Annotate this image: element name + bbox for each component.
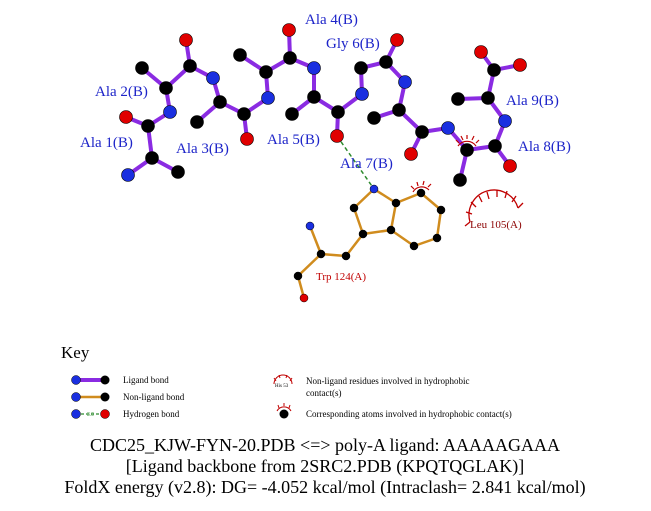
caption: CDC25_KJW-FYN-20.PDB <=> poly-A ligand: … <box>64 435 585 498</box>
residue-label-ala8: Ala 8(B) <box>518 139 571 155</box>
residue-label-ala7: Ala 7(B) <box>340 156 393 172</box>
residue-label-trp124: Trp 124(A) <box>316 271 366 283</box>
ligand-atoms <box>119 23 527 187</box>
hydrophobic-contact-leu105 <box>464 189 524 227</box>
legend-hydrophobic-atom-label: Corresponding atoms involved in hydropho… <box>306 409 512 419</box>
residue-label-ala4: Ala 4(B) <box>305 12 358 28</box>
legend-hydrophobic-residue-line1: Non-ligand residues involved in hydropho… <box>306 376 469 386</box>
residue-label-ala3: Ala 3(B) <box>176 141 229 157</box>
hydrophobic-atom-marks <box>410 135 480 193</box>
legend-hydrophobic-residue-line2: contact(s) <box>306 388 341 398</box>
legend-ligand-bond: Ligand bond <box>71 375 169 385</box>
legend-hydrophobic-residue: His 53 Non-ligand residues involved in h… <box>273 374 469 398</box>
legend-non-ligand-bond-label: Non-ligand bond <box>123 392 185 402</box>
caption-line3: FoldX energy (v2.8): DG= -4.052 kcal/mol… <box>64 477 585 498</box>
legend-hydrogen-bond: 3.0 Hydrogen bond <box>71 409 180 419</box>
legend-hydrogen-bond-label: Hydrogen bond <box>123 409 180 419</box>
legend-non-ligand-bond: Non-ligand bond <box>71 392 185 402</box>
residue-label-gly6: Gly 6(B) <box>326 36 380 52</box>
legend-hbond-distance: 3.0 <box>87 412 94 418</box>
legend: Key Ligand bond Non-ligand bond 3.0 Hydr… <box>61 343 512 419</box>
residue-label-leu105: Leu 105(A) <box>470 219 522 231</box>
caption-line2: [Ligand backbone from 2SRC2.PDB (KPQTQGL… <box>126 456 524 477</box>
residue-label-ala2: Ala 2(B) <box>95 84 148 100</box>
trp-atoms <box>293 184 446 303</box>
caption-line1: CDC25_KJW-FYN-20.PDB <=> poly-A ligand: … <box>90 435 560 455</box>
legend-title: Key <box>61 343 90 362</box>
residue-label-ala5: Ala 5(B) <box>267 132 320 148</box>
residue-labels: Ala 1(B) Ala 2(B) Ala 3(B) Ala 4(B) Ala … <box>80 12 571 283</box>
legend-hydrophobic-atom: Corresponding atoms involved in hydropho… <box>276 403 512 419</box>
residue-label-ala9: Ala 9(B) <box>506 93 559 109</box>
legend-ligand-bond-label: Ligand bond <box>123 375 169 385</box>
hydrogen-bond-line <box>336 135 375 190</box>
residue-label-ala1: Ala 1(B) <box>80 135 133 151</box>
legend-hydrophobic-example: His 53 <box>275 384 289 389</box>
